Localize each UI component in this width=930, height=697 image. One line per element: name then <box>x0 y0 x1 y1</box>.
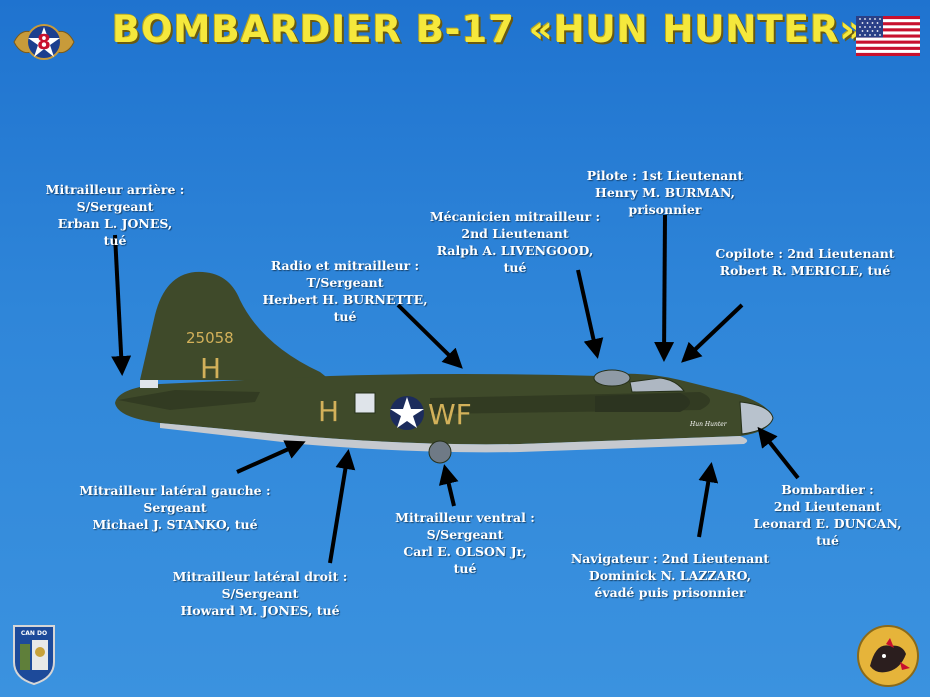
squadron-badge-icon: CAN DO <box>13 625 55 686</box>
ball-turret <box>428 440 452 464</box>
squadron-code: WF <box>428 398 472 431</box>
us-flag-icon <box>856 16 920 56</box>
arrow-bombardier <box>757 426 800 480</box>
arrow-radio <box>396 303 463 369</box>
tail-letter: H <box>200 352 221 385</box>
top-turret <box>593 369 631 387</box>
fuselage-letter: H <box>318 395 339 428</box>
squadron-emblem-icon <box>857 625 919 687</box>
crew-label-bombardier: Bombardier : 2nd Lieutenant Leonard E. D… <box>753 482 902 548</box>
8th-air-force-badge-icon: 8 <box>13 24 75 60</box>
arrow-copilot <box>681 303 744 363</box>
cockpit-canopy <box>629 377 685 393</box>
plexiglass-nose <box>739 401 774 435</box>
crew-label-ventral-gunner: Mitrailleur ventral : S/Sergeant Carl E.… <box>395 510 535 576</box>
crew-label-copilot: Copilote : 2nd Lieutenant Robert R. MERI… <box>715 246 895 278</box>
tail-serial: 25058 <box>186 329 234 347</box>
crew-label-navigator: Navigateur : 2nd Lieutenant Dominick N. … <box>570 551 770 600</box>
nose-art-name: Hun Hunter <box>689 421 728 428</box>
crew-label-right-waist-gunner: Mitrailleur latéral droit : S/Sergeant H… <box>172 569 348 618</box>
engine-nacelle <box>595 393 690 412</box>
horizontal-stabilizer <box>118 390 260 410</box>
crew-label-engineer: Mécanicien mitrailleur : 2nd Lieutenant … <box>429 209 601 275</box>
crew-label-pilot: Pilote : 1st Lieutenant Henry M. BURMAN,… <box>586 168 744 217</box>
tail-fin <box>140 271 330 380</box>
svg-text:CAN DO: CAN DO <box>21 630 47 637</box>
arrow-right-waist <box>328 449 356 564</box>
arrow-left-waist <box>236 440 306 474</box>
crew-label-radio-operator: Radio et mitrailleur : T/Sergeant Herber… <box>262 258 428 324</box>
svg-text:8: 8 <box>37 30 51 54</box>
crew-label-tail-gunner: Mitrailleur arrière : S/Sergeant Erban L… <box>45 182 185 248</box>
arrow-tail-gunner <box>111 234 132 376</box>
crew-label-left-waist-gunner: Mitrailleur latéral gauche : Sergeant Mi… <box>79 483 271 532</box>
arrow-pilot <box>654 214 675 362</box>
arrow-ventral <box>438 464 459 507</box>
arrow-engineer <box>576 269 604 359</box>
page-title: BOMBARDIER B-17 «HUN HUNTER» <box>112 8 865 51</box>
arrow-navigator <box>697 462 719 538</box>
